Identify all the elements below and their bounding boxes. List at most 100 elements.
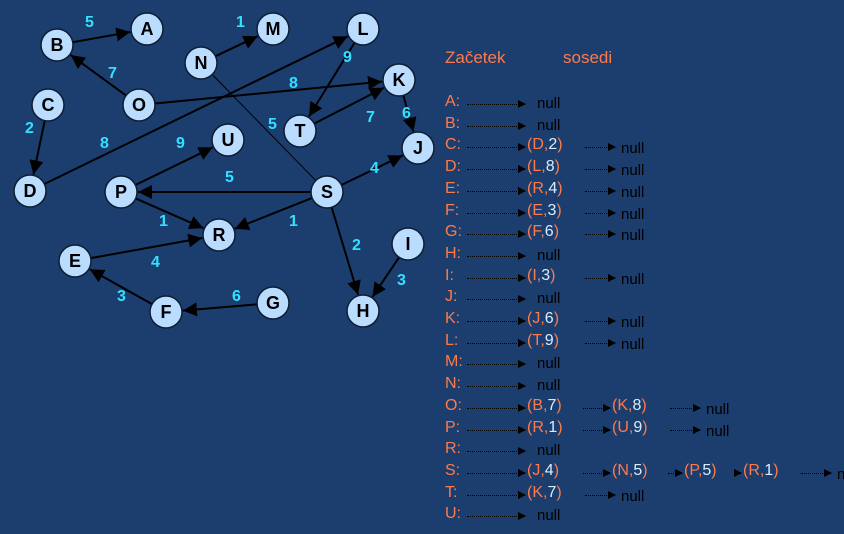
node-label: A bbox=[141, 19, 154, 39]
neighbor-pair: (T,9) bbox=[527, 331, 560, 349]
list-row: I:(I,3)null bbox=[445, 267, 835, 288]
pointer-arrow bbox=[467, 490, 526, 499]
pointer-arrow bbox=[585, 230, 616, 239]
row-label: D: bbox=[445, 158, 461, 176]
null-terminator: null bbox=[537, 95, 561, 112]
neighbor-pair: (F,6) bbox=[527, 223, 560, 241]
neighbor-pair: (L,8) bbox=[527, 158, 560, 176]
node-e: E bbox=[58, 244, 92, 278]
node-n: N bbox=[184, 46, 218, 80]
edge-weight-o-b: 7 bbox=[108, 65, 117, 82]
row-label: S: bbox=[445, 461, 461, 479]
null-terminator: null bbox=[621, 335, 645, 353]
node-h: H bbox=[346, 294, 380, 328]
pointer-arrow bbox=[467, 403, 526, 412]
list-row: P:(R,1)(U,9)null bbox=[445, 418, 835, 440]
list-row: J:null bbox=[445, 288, 835, 308]
edge-o-k bbox=[154, 75, 383, 105]
pointer-arrow bbox=[585, 273, 616, 282]
edge-e-r bbox=[90, 233, 203, 260]
null-terminator: null bbox=[537, 290, 561, 308]
node-a: A bbox=[130, 12, 164, 46]
row-label: F: bbox=[445, 201, 460, 219]
neighbor-pair: (D,2) bbox=[527, 136, 563, 154]
node-d: D bbox=[13, 174, 47, 208]
neighbor-pair: (J,6) bbox=[527, 310, 560, 327]
pointer-arrow bbox=[583, 425, 611, 434]
pointer-arrow bbox=[583, 468, 611, 477]
neighbor-pair: (J,4) bbox=[527, 461, 560, 479]
null-terminator: null bbox=[537, 377, 561, 395]
edge-weight-s-h: 2 bbox=[352, 237, 361, 254]
header-start: Začetek bbox=[445, 48, 506, 67]
row-label: G: bbox=[445, 223, 462, 241]
edge-b-a bbox=[72, 27, 131, 44]
node-f: F bbox=[149, 295, 183, 329]
edge-weight-l-t: 9 bbox=[343, 49, 352, 66]
node-t: T bbox=[283, 114, 317, 148]
list-row: C:(D,2)null bbox=[445, 136, 835, 157]
row-label: L: bbox=[445, 331, 459, 349]
node-label: E bbox=[69, 251, 81, 271]
node-g: G bbox=[256, 286, 290, 320]
row-label: R: bbox=[445, 440, 461, 458]
null-terminator: null bbox=[621, 162, 645, 180]
node-label: M bbox=[266, 19, 281, 39]
edge-f-e bbox=[89, 268, 153, 306]
node-label: G bbox=[266, 293, 280, 313]
edge-weight-i-h: 3 bbox=[397, 272, 406, 289]
pointer-arrow bbox=[467, 121, 526, 130]
list-row: D: (L,8) null bbox=[445, 158, 835, 180]
neighbor-pair: (R,1) bbox=[527, 418, 563, 436]
list-row: R:null bbox=[445, 440, 835, 460]
pointer-arrow bbox=[467, 317, 526, 325]
list-row: S:(J,4)(N,5)(P,5)(R,1)null bbox=[445, 461, 844, 483]
edge-weight-p-r: 1 bbox=[159, 213, 168, 230]
neighbor-pair: (R,4) bbox=[527, 179, 563, 197]
pointer-arrow bbox=[467, 468, 526, 477]
pointer-arrow bbox=[467, 295, 526, 304]
pointer-arrow bbox=[467, 165, 526, 174]
edge-n-m bbox=[215, 35, 259, 58]
header-neighbors: sosedi bbox=[563, 48, 613, 67]
edge-g-f bbox=[182, 302, 258, 317]
pointer-arrow bbox=[670, 425, 701, 434]
pointer-arrow bbox=[467, 251, 526, 260]
null-terminator: null bbox=[621, 205, 645, 223]
list-row: U:null bbox=[445, 505, 835, 525]
edge-t-k bbox=[313, 86, 385, 125]
pointer-arrow bbox=[467, 273, 526, 282]
null-terminator: null bbox=[621, 314, 645, 331]
pointer-arrow bbox=[467, 447, 526, 456]
pointer-arrow bbox=[585, 490, 616, 499]
node-label: I bbox=[405, 234, 410, 254]
pointer-arrow bbox=[585, 143, 616, 152]
pointer-arrow bbox=[583, 403, 611, 412]
edge-weight-s-n: 5 bbox=[268, 116, 277, 133]
list-row: O:(B,7)(K,8)null bbox=[445, 397, 835, 418]
pointer-arrow bbox=[467, 143, 526, 152]
pointer-arrow bbox=[467, 186, 526, 195]
list-row: H:null bbox=[445, 245, 835, 265]
list-row: K:(J,6)null bbox=[445, 310, 835, 331]
node-u: U bbox=[211, 123, 245, 157]
edge-weight-n-m: 1 bbox=[236, 14, 245, 31]
node-p: P bbox=[104, 175, 138, 209]
node-i: I bbox=[391, 227, 425, 261]
null-terminator: null bbox=[837, 465, 844, 483]
pointer-arrow bbox=[668, 468, 683, 477]
row-label: N: bbox=[445, 375, 461, 393]
pointer-arrow bbox=[467, 100, 526, 108]
edge-weight-d-l: 8 bbox=[100, 135, 109, 152]
row-label: M: bbox=[445, 353, 463, 371]
pointer-arrow bbox=[801, 468, 832, 477]
edge-l-t bbox=[308, 42, 356, 118]
row-label: H: bbox=[445, 244, 461, 262]
node-c: C bbox=[31, 88, 65, 122]
pointer-arrow bbox=[467, 338, 526, 347]
node-s: S bbox=[310, 175, 344, 209]
node-k: K bbox=[382, 63, 416, 97]
pointer-arrow bbox=[467, 360, 526, 369]
node-label: D bbox=[24, 181, 37, 201]
row-label: P: bbox=[445, 418, 461, 436]
